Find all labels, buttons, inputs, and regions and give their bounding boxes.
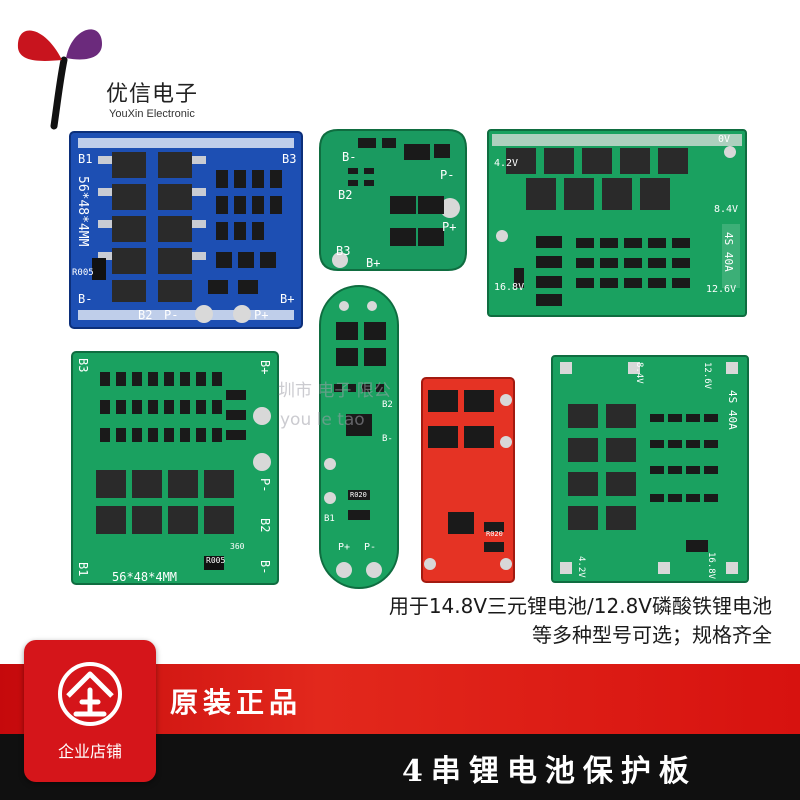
board-label: B- xyxy=(342,150,357,164)
sprout-logo-icon xyxy=(17,29,102,130)
board-label: B2 xyxy=(138,308,153,322)
board-label: 4.2V xyxy=(576,556,586,578)
board-label: B+ xyxy=(258,360,272,375)
board-label: 360 xyxy=(230,542,245,551)
board-label: 8.4V xyxy=(714,204,739,215)
board-label: R020 xyxy=(350,491,367,499)
genuine-text: 原装正品 xyxy=(170,686,303,719)
board-label: B- xyxy=(382,434,393,444)
board-label: 8.4V xyxy=(634,362,644,384)
board-label: P- xyxy=(258,478,272,493)
board-label: 4.2V xyxy=(494,158,519,169)
board-label: B3 xyxy=(282,152,297,166)
board-label: B2 xyxy=(258,518,272,533)
caption-line-2: 等多种型号可选；规格齐全 xyxy=(532,623,772,647)
board-label: 12.6V xyxy=(702,362,712,390)
blue-protection-board: B1 B3 56*48*4MM B- P- B2 P+ B+ R005 xyxy=(68,130,304,330)
board-label: B- xyxy=(78,292,93,306)
board-label: B1 xyxy=(324,514,335,524)
board-label: 4S 40A xyxy=(722,232,735,272)
product-title: 4串锂电池保护板 xyxy=(402,754,697,789)
board-label: 16.8V xyxy=(494,282,525,293)
board-label: P+ xyxy=(338,542,351,553)
board-label: R020 xyxy=(486,530,503,538)
red-protection-board: R020 xyxy=(420,376,516,584)
watermark-text: you le tao xyxy=(280,410,365,430)
enterprise-icon xyxy=(58,662,122,726)
board-label: 4S 40A xyxy=(726,390,739,430)
watermark-text: 圳市 电子 限公 xyxy=(278,381,391,401)
board-label: R005 xyxy=(206,556,226,565)
slim-protection-board: B1 B2 B- P- P+ R020 xyxy=(318,284,400,590)
board-label: P- xyxy=(440,168,455,182)
green-4s-board-bottom: 8.4V 4S 40A 12.6V 4.2V 16.8V xyxy=(550,354,750,584)
green-4s-board-top: 4.2V 0V 8.4V 4S 40A 16.8V 12.6V xyxy=(486,128,748,318)
enterprise-store-badge: 企业店铺 xyxy=(24,640,156,782)
board-label: B+ xyxy=(366,256,381,270)
board-label: 56*48*4MM xyxy=(75,176,90,247)
board-label: 16.8V xyxy=(706,552,716,580)
board-label: 0V xyxy=(718,134,731,145)
board-label: B3 xyxy=(76,358,90,373)
board-label: R005 xyxy=(72,268,94,278)
board-label: 12.6V xyxy=(706,284,737,295)
board-label: 56*48*4MM xyxy=(112,570,178,584)
brand-logo: 优信电子 YouXin Electronic xyxy=(14,18,214,130)
green-protection-board-left: B3 B1 B- B+ P- B2 56*48*4MM R005 360 xyxy=(70,350,280,586)
board-label: P+ xyxy=(442,220,457,234)
board-label: B2 xyxy=(382,400,393,410)
board-label: B+ xyxy=(280,292,295,306)
board-label: B3 xyxy=(336,244,351,258)
brand-name: 优信电子 xyxy=(106,82,199,107)
caption-line-1: 用于14.8V三元锂电池/12.8V磷酸铁锂电池 xyxy=(388,594,772,618)
mini-protection-board: B- B2 B3 B+ P- P+ xyxy=(318,128,468,272)
board-label: P- xyxy=(364,542,377,553)
board-label: B1 xyxy=(76,562,90,577)
enterprise-store-label: 企业店铺 xyxy=(57,742,122,761)
board-label: P- xyxy=(164,308,179,322)
board-label: P+ xyxy=(254,308,269,322)
board-label: B- xyxy=(258,560,272,575)
brand-subtitle: YouXin Electronic xyxy=(109,108,195,120)
board-label: B1 xyxy=(78,152,93,166)
board-label: B2 xyxy=(338,188,353,202)
